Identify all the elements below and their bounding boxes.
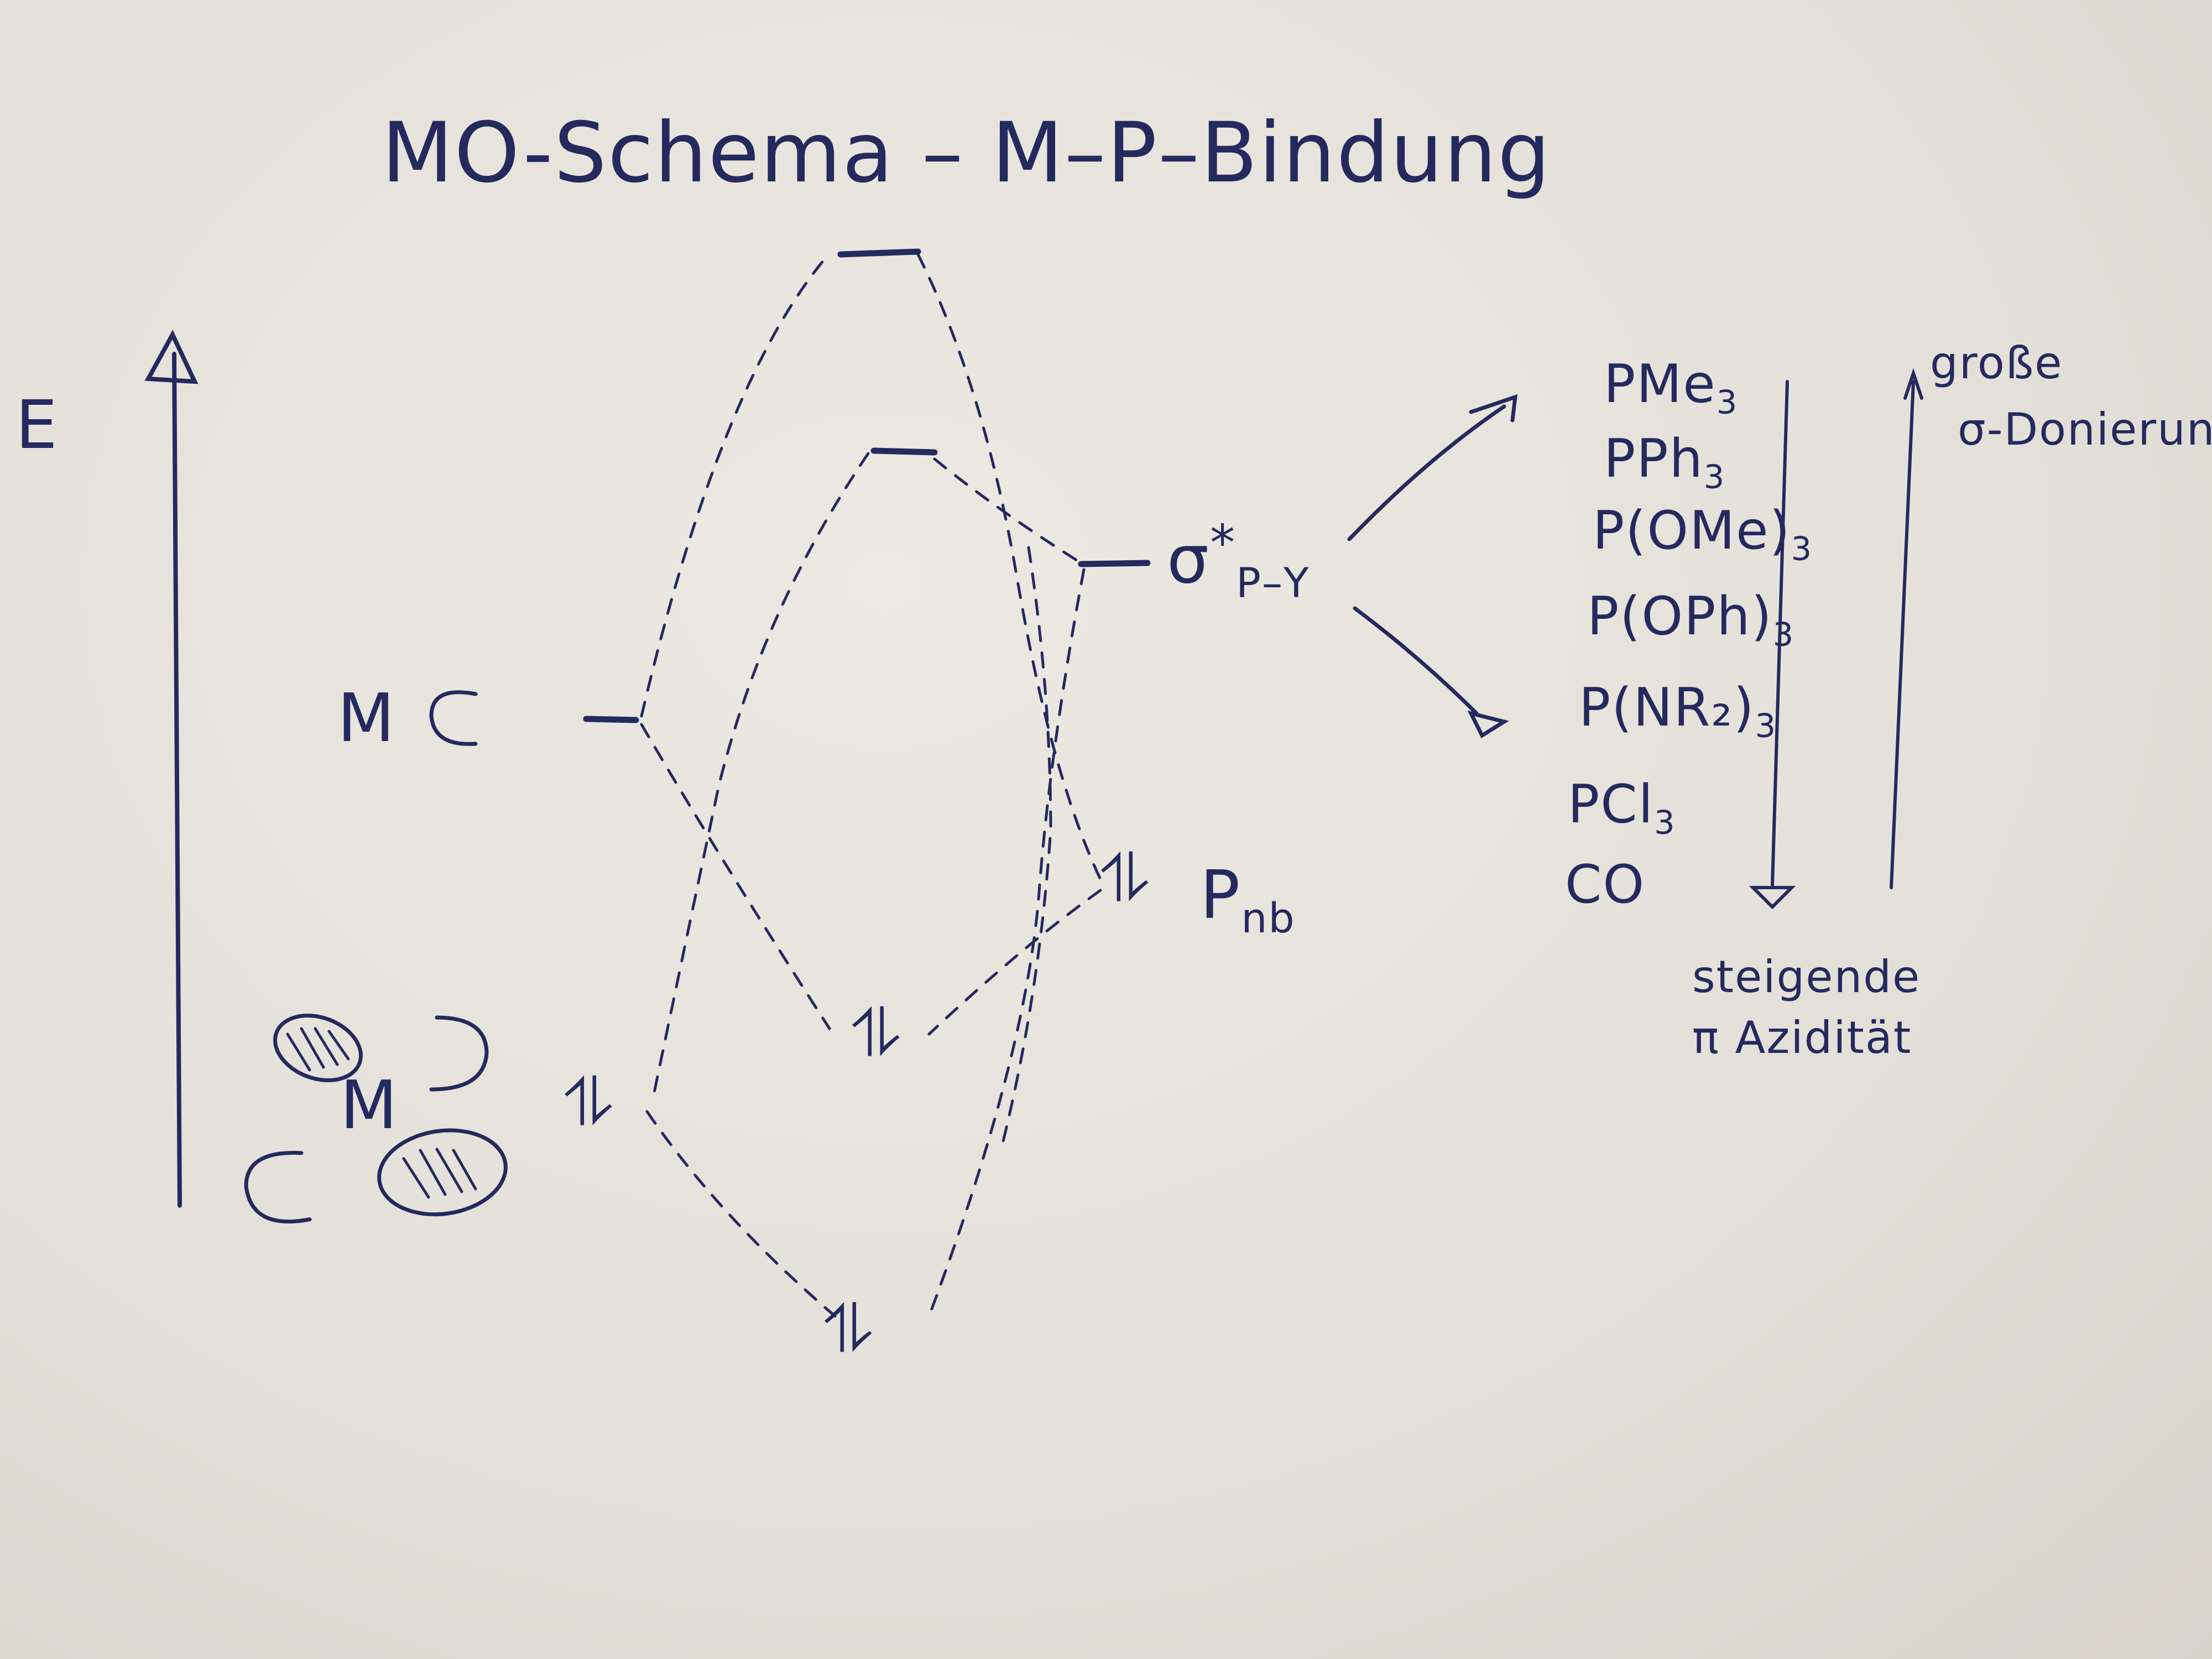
- sigma-orbital-lobe: [429, 690, 478, 746]
- trend-up-label-line2: σ-Donierung: [1958, 404, 2212, 455]
- corr-line: [933, 457, 1080, 563]
- ligand-item: P(OPh)3: [1587, 586, 1795, 654]
- trend-up-label-line1: große: [1930, 337, 2063, 389]
- pi-orbital-lobe-upper-right: [429, 1015, 489, 1092]
- trend-down-label-line2: π Azidität: [1692, 1012, 1912, 1063]
- energy-axis: [144, 330, 199, 1208]
- corr-line: [927, 568, 1086, 1318]
- pi-orbital-hatching: [402, 1147, 477, 1199]
- corr-line: [999, 546, 1052, 1152]
- arrowhead-upper: [1469, 394, 1518, 422]
- pi-orbital-lobe-shaded-lower: [377, 1128, 508, 1217]
- energy-levels: [583, 248, 1151, 723]
- pi-orbital-hatching: [286, 1027, 350, 1072]
- electron-pair-donor: ⥮: [1100, 841, 1150, 917]
- trend-up-arrow: [1890, 380, 1915, 889]
- correlation-lines: [640, 253, 1102, 1318]
- energy-axis-arrowhead: [144, 330, 199, 384]
- energy-axis-label: E: [15, 387, 59, 464]
- trend-arrows: [1749, 368, 1923, 910]
- ligand-item: P(NR₂)3: [1579, 677, 1777, 745]
- ligand-arrows: [1347, 394, 1518, 739]
- ligand-item: PPh3: [1604, 429, 1726, 496]
- sigma-star-label: σ*P–Y: [1167, 514, 1310, 607]
- corr-line: [651, 452, 870, 1102]
- trend-down-arrow: [1771, 380, 1789, 886]
- pi-orbital-lobe-lower-left: [244, 1151, 312, 1224]
- ligand-item: P(OMe)3: [1593, 500, 1813, 568]
- ligand-item: PMe3: [1604, 354, 1739, 421]
- ligand-item: PCl3: [1568, 774, 1676, 842]
- electron-pair-metal-pi: ⥮: [564, 1065, 614, 1141]
- metal-sigma-label: M: [337, 680, 396, 757]
- trend-down-arrowhead: [1749, 886, 1796, 910]
- corr-line: [927, 889, 1102, 1036]
- pi-orbital-lobe-shaded-upper: [273, 1014, 363, 1082]
- level-top-antibonding: [837, 248, 921, 258]
- ligand-item: CO: [1565, 854, 1646, 915]
- electron-pair-sigma-bonding: ⥮: [852, 995, 901, 1072]
- corr-line: [645, 1110, 837, 1318]
- electron-pair-pi-bonding: ⥮: [824, 1291, 874, 1368]
- trend-up-arrowhead: [1903, 368, 1923, 400]
- arrowhead-lower: [1467, 710, 1509, 739]
- metal-pi-label: M: [340, 1067, 399, 1144]
- level-metal-sigma: [583, 716, 639, 723]
- level-pi-antibonding: [870, 447, 938, 456]
- corr-line: [640, 258, 826, 718]
- diagram-title: MO-Schema – M–P–Bindung: [382, 105, 1552, 201]
- orbital-sketch: [244, 690, 508, 1224]
- trend-down-label-line1: steigende: [1692, 951, 1921, 1003]
- level-sigma-star-pY: [1078, 560, 1151, 567]
- donor-orbital-label: Pnb: [1200, 857, 1296, 943]
- corr-line: [640, 723, 831, 1030]
- corr-line: [916, 253, 1102, 881]
- arrow-to-sigma-donors: [1347, 404, 1506, 541]
- arrow-to-pi-acceptors: [1353, 606, 1479, 716]
